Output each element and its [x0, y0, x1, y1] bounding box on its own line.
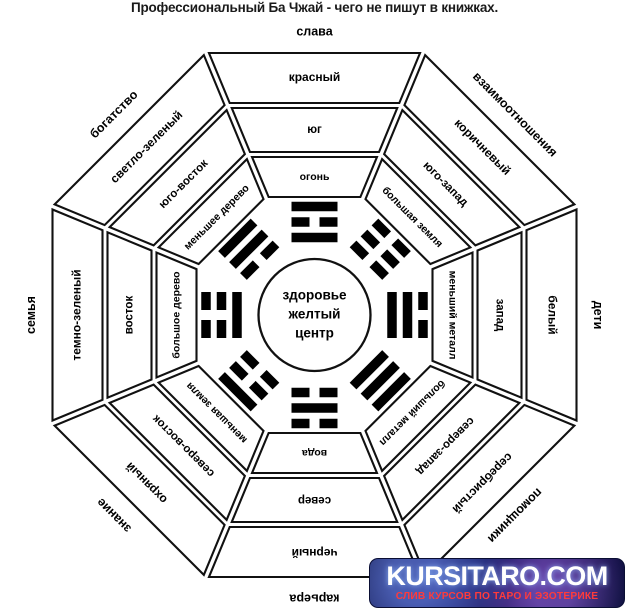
sector-southeast-color-cell	[52, 53, 226, 227]
trigram-line-broken-half	[418, 320, 428, 338]
sector-southwest-color-cell	[403, 53, 577, 227]
trigram-line-broken-half	[369, 260, 389, 280]
watermark-badge: KURSITARO.COM СЛИВ КУРСОВ ПО ТАРО И ЭЗОТ…	[369, 558, 625, 608]
trigram-line-solid	[291, 403, 338, 413]
trigram-northwest	[349, 350, 411, 412]
trigram-line-solid	[218, 372, 258, 412]
sector-southeast-direction-cell	[107, 108, 247, 247]
trigram-line-broken-half	[319, 387, 338, 398]
center-line-2: желтый	[288, 307, 341, 322]
sector-south-element-label: огонь	[300, 171, 330, 183]
trigram-line-broken-half	[240, 350, 260, 370]
sector-east-color-cell	[51, 207, 104, 423]
sector-northwest-element-cell	[364, 364, 473, 473]
center-circle	[257, 257, 372, 373]
trigram-line-broken-half	[360, 229, 381, 250]
trigram-north	[291, 387, 338, 429]
sector-west-aspiration-label: дети	[591, 301, 605, 330]
trigram-line-broken-half	[371, 218, 392, 239]
trigram-line-broken-half	[291, 387, 310, 398]
sector-east-element-cell	[155, 250, 198, 380]
sector-west-direction-label: запад	[493, 299, 505, 332]
trigram-east	[201, 292, 242, 338]
trigram-northeast	[218, 350, 280, 412]
trigram-line-broken-half	[240, 260, 260, 280]
sector-south-aspiration-label: слава	[296, 24, 333, 38]
sector-south-direction-label: юг	[307, 124, 322, 136]
sector-northeast-direction-cell	[107, 383, 247, 522]
sector-west-element-cell	[431, 250, 474, 380]
sector-northeast-color-cell	[52, 403, 226, 577]
trigram-line-broken-half	[216, 320, 227, 338]
page-title: Профессиональный Ба Чжай - чего не пишут…	[130, 0, 499, 15]
sector-east-direction-cell	[106, 230, 153, 400]
trigram-line-broken-half	[259, 240, 280, 261]
trigram-line-broken-half	[319, 217, 338, 227]
trigram-line-broken-half	[380, 249, 400, 269]
trigram-line-solid	[232, 292, 242, 338]
sector-south-direction-cell	[230, 106, 399, 154]
watermark-site: KURSITARO.COM	[386, 561, 608, 591]
sector-northeast-element-cell	[156, 364, 265, 473]
watermark-tagline: СЛИВ КУРСОВ ПО ТАРО И ЭЗОТЕРИКЕ	[395, 591, 599, 602]
trigram-line-broken-half	[391, 238, 411, 258]
sector-east-direction-label: восток	[124, 296, 136, 335]
trigram-line-broken-half	[259, 369, 280, 390]
trigram-line-solid	[229, 229, 269, 269]
trigram-south	[291, 201, 338, 243]
center-line-3: центр	[295, 326, 334, 341]
sector-east-element-label: большое дерево	[170, 271, 182, 358]
trigram-southeast	[218, 218, 280, 280]
sector-northeast-aspiration-label: знание	[94, 495, 134, 535]
trigram-line-solid	[349, 350, 389, 390]
trigram-line-broken-half	[291, 217, 310, 227]
trigram-line-solid	[360, 361, 400, 401]
sector-north-element-label: вода	[302, 447, 327, 459]
trigram-line-broken-half	[229, 361, 249, 381]
sector-west-color-cell	[525, 207, 578, 423]
sector-southwest-element-cell	[364, 157, 473, 266]
trigram-west	[387, 292, 428, 338]
trigram-line-solid	[371, 372, 411, 412]
trigram-line-broken-half	[201, 292, 211, 310]
sector-north-color-label: черный	[292, 546, 338, 560]
trigram-line-solid	[218, 218, 258, 258]
trigram-line-broken-half	[291, 418, 310, 429]
sector-southeast-element-cell	[156, 157, 265, 266]
trigram-line-broken-half	[201, 320, 211, 338]
center-line-1: здоровье	[282, 288, 347, 303]
trigram-line-broken-half	[216, 292, 227, 310]
sector-west-color-label: белый	[545, 295, 559, 334]
trigram-line-solid	[291, 232, 338, 243]
sector-southwest-direction-cell	[382, 108, 522, 247]
trigram-line-broken-half	[349, 240, 370, 261]
bagua-trigrams	[201, 201, 428, 429]
trigram-line-broken-half	[319, 418, 338, 429]
sector-west-direction-cell	[476, 230, 523, 400]
trigram-line-solid	[291, 201, 338, 212]
sector-north-direction-label: север	[298, 494, 331, 506]
sector-north-direction-cell	[230, 476, 399, 524]
sector-south-color-cell	[207, 51, 422, 105]
sector-east-color-label: темно-зеленый	[70, 269, 84, 360]
sector-east-aspiration-label: семья	[24, 296, 38, 334]
trigram-line-solid	[402, 292, 413, 338]
trigram-southwest	[349, 218, 411, 280]
trigram-line-broken-half	[248, 380, 269, 401]
sector-north-element-cell	[250, 431, 379, 475]
trigram-line-broken-half	[418, 292, 428, 310]
sector-west-element-label: меньший металл	[447, 271, 459, 360]
sector-south-element-cell	[250, 155, 379, 199]
sector-north-aspiration-label: карьера	[288, 592, 339, 606]
sector-south-color-label: красный	[289, 70, 341, 84]
trigram-line-solid	[387, 292, 397, 338]
sector-northwest-direction-cell	[382, 383, 522, 522]
